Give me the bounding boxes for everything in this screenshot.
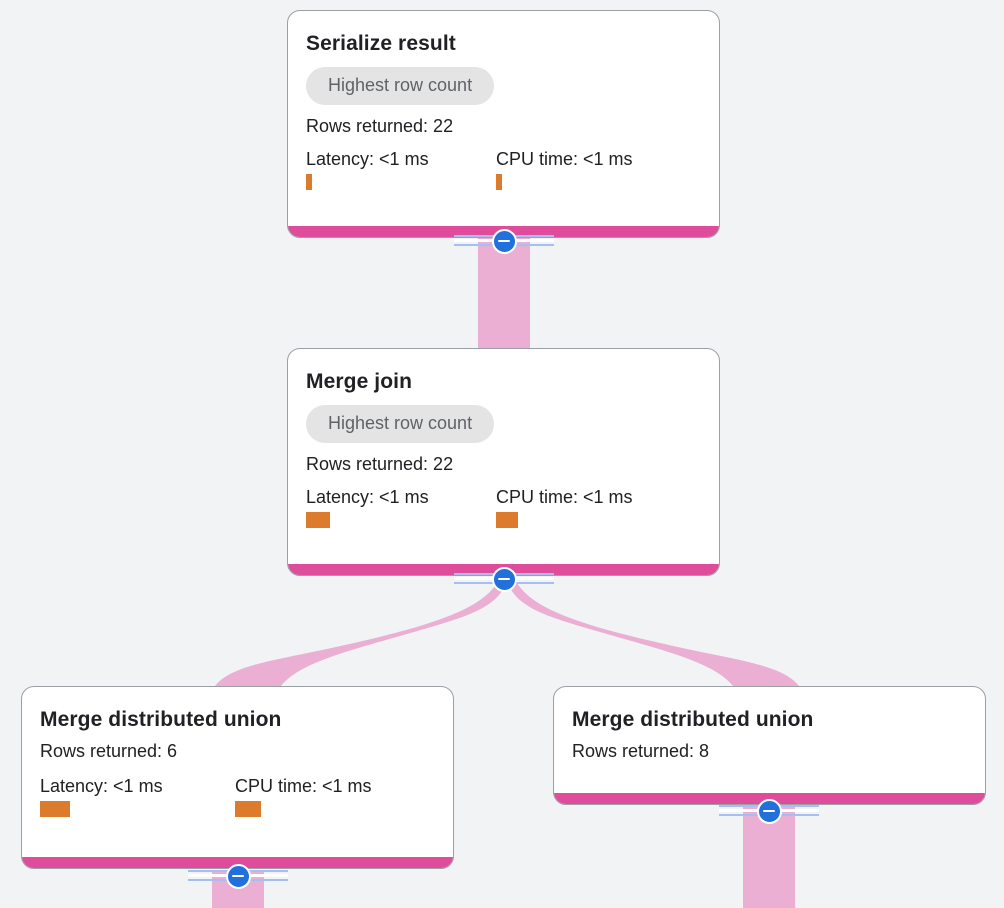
toggle-union-left[interactable]: [188, 863, 288, 889]
node-title: Serialize result: [306, 32, 456, 55]
metric-bar: [306, 512, 330, 528]
metrics-row: Latency: <1 ms CPU time: <1 ms: [306, 148, 701, 190]
metric-bar: [496, 512, 518, 528]
metric-cpu-time: CPU time: <1 ms: [496, 486, 633, 528]
node-body: Serialize result Highest row count Rows …: [288, 11, 719, 204]
metric-bar: [40, 801, 70, 817]
node-merge-distributed-union-right[interactable]: Merge distributed union Rows returned: 8: [553, 686, 986, 805]
minus-icon[interactable]: [756, 798, 782, 824]
minus-icon[interactable]: [225, 863, 251, 889]
node-title: Merge distributed union: [40, 708, 282, 731]
node-serialize-result[interactable]: Serialize result Highest row count Rows …: [287, 10, 720, 238]
metric-cpu-time: CPU time: <1 ms: [235, 775, 372, 817]
rows-returned: Rows returned: 8: [572, 741, 710, 761]
toggle-serialize-result[interactable]: [454, 228, 554, 254]
node-merge-join[interactable]: Merge join Highest row count Rows return…: [287, 348, 720, 576]
minus-icon[interactable]: [491, 228, 517, 254]
edge-serialize-to-mergejoin: [478, 238, 530, 348]
metric-latency: Latency: <1 ms: [306, 148, 496, 190]
node-body: Merge join Highest row count Rows return…: [288, 349, 719, 542]
edge-mergejoin-to-left-union: [215, 583, 506, 686]
rows-returned: Rows returned: 22: [306, 116, 454, 136]
metric-bar: [496, 174, 502, 190]
metric-bar: [306, 174, 312, 190]
status-badge: Highest row count: [306, 67, 495, 105]
node-body: Merge distributed union Rows returned: 6…: [22, 687, 453, 831]
node-title: Merge join: [306, 370, 413, 393]
metric-latency: Latency: <1 ms: [306, 486, 496, 528]
status-badge: Highest row count: [306, 405, 495, 443]
metric-label: CPU time: <1 ms: [496, 149, 633, 169]
metric-cpu-time: CPU time: <1 ms: [496, 148, 633, 190]
edge-mergejoin-to-right-union: [508, 583, 799, 686]
node-merge-distributed-union-left[interactable]: Merge distributed union Rows returned: 6…: [21, 686, 454, 869]
node-body: Merge distributed union Rows returned: 8: [554, 687, 985, 777]
toggle-union-right[interactable]: [719, 798, 819, 824]
metric-label: Latency: <1 ms: [40, 776, 163, 796]
toggle-merge-join[interactable]: [454, 566, 554, 592]
rows-returned: Rows returned: 22: [306, 454, 454, 474]
metric-label: Latency: <1 ms: [306, 487, 429, 507]
metric-bar: [235, 801, 261, 817]
metric-label: Latency: <1 ms: [306, 149, 429, 169]
metrics-row: Latency: <1 ms CPU time: <1 ms: [40, 775, 435, 817]
metric-latency: Latency: <1 ms: [40, 775, 235, 817]
node-bottom-strip: [22, 857, 453, 868]
metric-label: CPU time: <1 ms: [496, 487, 633, 507]
node-title: Merge distributed union: [572, 708, 814, 731]
metrics-row: Latency: <1 ms CPU time: <1 ms: [306, 486, 701, 528]
rows-returned: Rows returned: 6: [40, 741, 178, 761]
minus-icon[interactable]: [491, 566, 517, 592]
metric-label: CPU time: <1 ms: [235, 776, 372, 796]
